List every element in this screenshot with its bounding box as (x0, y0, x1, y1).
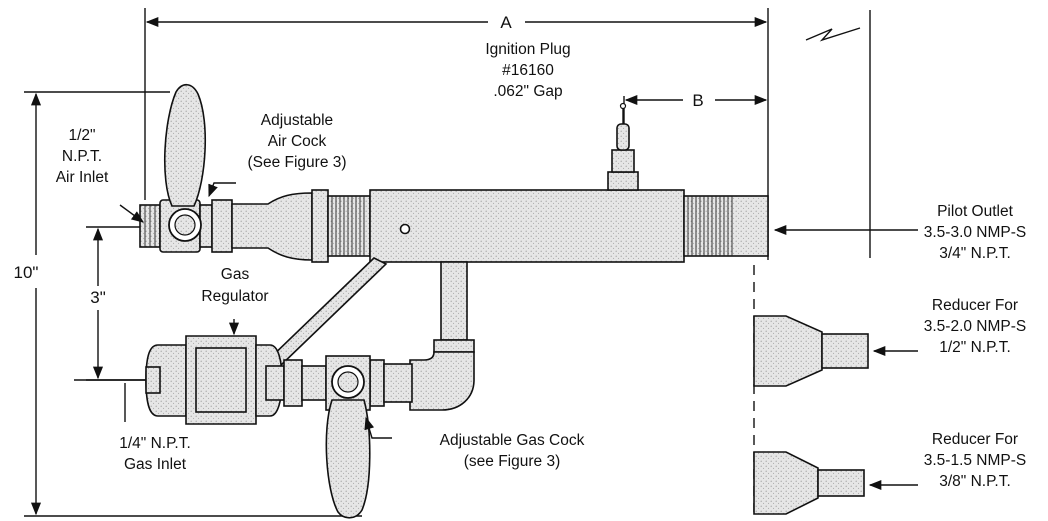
gas-regulator (145, 335, 283, 425)
gas-inlet-nipple (145, 366, 161, 394)
reducer-3-5-1-5 (753, 451, 865, 515)
label-reducer-1-5: Reducer For 3.5-1.5 NMP-S 3/8" N.P.T. (924, 431, 1027, 490)
svg-text:Pilot Outlet: Pilot Outlet (937, 203, 1014, 220)
support-strut (264, 257, 388, 369)
label-air-cock: Adjustable Air Cock (See Figure 3) (247, 112, 346, 171)
svg-text:3/8" N.P.T.: 3/8" N.P.T. (939, 473, 1011, 490)
pilot-outlet-nipple (683, 195, 769, 257)
dimension-a-label: A (500, 13, 512, 32)
dimension-3in-label: 3" (90, 288, 106, 307)
svg-text:3.5-3.0 NMP-S: 3.5-3.0 NMP-S (924, 224, 1027, 241)
svg-text:N.P.T.: N.P.T. (62, 148, 102, 165)
label-pilot-outlet: Pilot Outlet 3.5-3.0 NMP-S 3/4" N.P.T. (924, 203, 1027, 262)
svg-text:3.5-1.5 NMP-S: 3.5-1.5 NMP-S (924, 452, 1027, 469)
dimension-a: A (144, 8, 871, 260)
air-mixer-nozzle (231, 189, 371, 263)
label-gas-cock: Adjustable Gas Cock (see Figure 3) (440, 432, 585, 470)
dimension-b-label: B (692, 91, 703, 110)
dimension-b: B (623, 91, 768, 128)
svg-text:3.5-2.0 NMP-S: 3.5-2.0 NMP-S (924, 318, 1027, 335)
svg-text:1/4" N.P.T.: 1/4" N.P.T. (119, 435, 191, 452)
svg-text:Reducer For: Reducer For (932, 431, 1018, 448)
reducer-3-5-2-0 (753, 315, 869, 387)
air-cock (164, 83, 206, 242)
dimension-3in: 3" (86, 226, 156, 381)
svg-text:Air Inlet: Air Inlet (56, 169, 109, 186)
svg-text:Ignition Plug: Ignition Plug (485, 41, 570, 58)
label-ignition-plug: Ignition Plug #16160 .062" Gap (485, 41, 570, 100)
svg-text:Reducer For: Reducer For (932, 297, 1018, 314)
gas-elbow (409, 339, 475, 411)
svg-text:(See Figure 3): (See Figure 3) (247, 154, 346, 171)
gas-cock (325, 355, 371, 519)
svg-text:(see Figure 3): (see Figure 3) (464, 453, 560, 470)
dimension-10in: 10" (14, 91, 362, 517)
gas-riser-pipe (440, 261, 468, 341)
svg-text:Regulator: Regulator (201, 288, 268, 305)
label-air-inlet: 1/2" N.P.T. Air Inlet (56, 127, 109, 186)
leader-lines (74, 182, 918, 491)
svg-text:1/2": 1/2" (68, 127, 95, 144)
svg-text:3/4" N.P.T.: 3/4" N.P.T. (939, 245, 1011, 262)
pilot-burner-body (369, 189, 685, 263)
svg-text:Air Cock: Air Cock (268, 133, 327, 150)
label-reducer-2-0: Reducer For 3.5-2.0 NMP-S 1/2" N.P.T. (924, 297, 1027, 356)
svg-text:Adjustable: Adjustable (261, 112, 333, 129)
svg-text:#16160: #16160 (502, 62, 554, 79)
svg-text:Gas Inlet: Gas Inlet (124, 456, 187, 473)
ignition-plug (607, 102, 639, 191)
label-gas-inlet: 1/4" N.P.T. Gas Inlet (119, 435, 191, 473)
svg-text:.062" Gap: .062" Gap (493, 83, 562, 100)
dimension-10in-label: 10" (14, 263, 39, 282)
svg-text:1/2" N.P.T.: 1/2" N.P.T. (939, 339, 1011, 356)
label-gas-regulator: Gas Regulator (201, 266, 268, 305)
svg-text:Adjustable Gas Cock: Adjustable Gas Cock (440, 432, 585, 449)
svg-text:Gas: Gas (221, 266, 250, 283)
